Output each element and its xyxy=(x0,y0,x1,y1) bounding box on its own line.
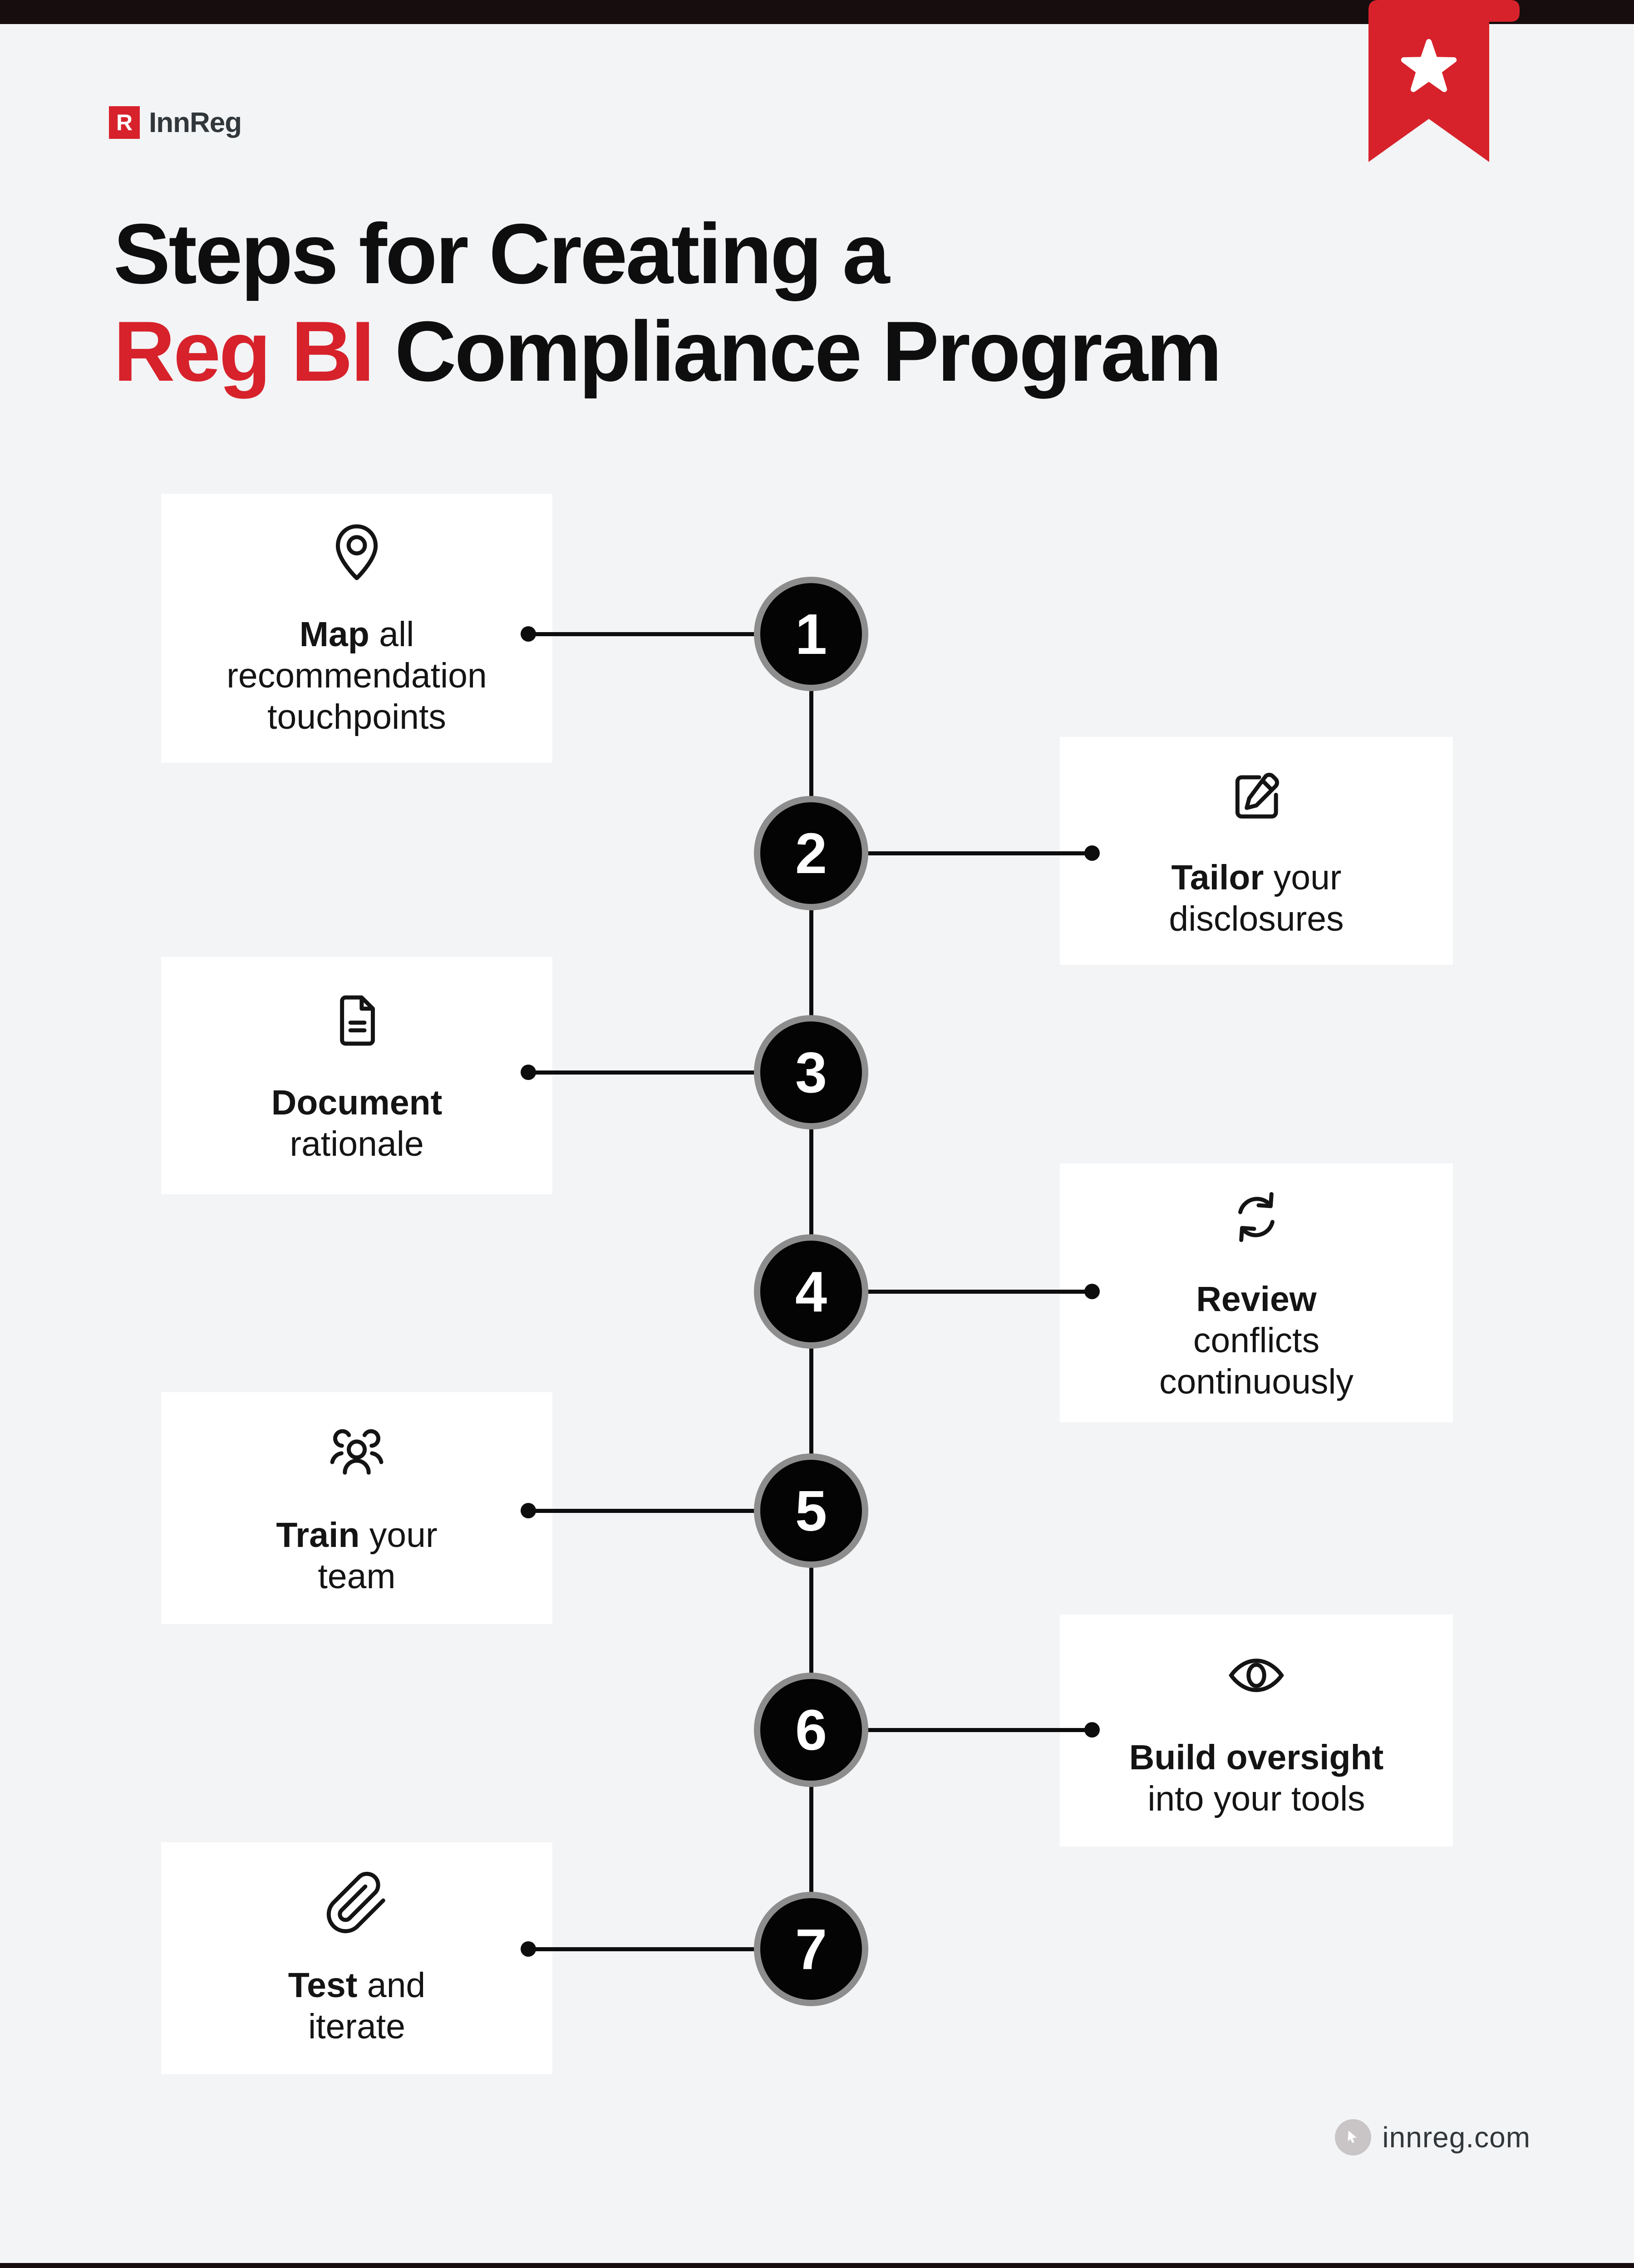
cursor-icon xyxy=(1335,2119,1372,2155)
connector-dot xyxy=(521,1503,536,1518)
step-number-badge: 2 xyxy=(754,796,868,910)
title-line-1: Steps for Creating a xyxy=(113,206,890,301)
location-pin-icon xyxy=(323,519,390,586)
bookmark-ribbon xyxy=(1368,0,1520,162)
top-border xyxy=(0,0,1634,24)
footer: innreg.com xyxy=(1335,2119,1531,2155)
step-number-badge: 1 xyxy=(754,577,868,691)
footer-site-link[interactable]: innreg.com xyxy=(1382,2121,1531,2154)
innreg-logo: R InnReg xyxy=(109,106,242,139)
edit-icon xyxy=(1223,762,1290,829)
connector-line xyxy=(811,1289,1092,1294)
document-icon xyxy=(323,987,390,1054)
connector-line xyxy=(528,632,811,636)
connector-dot xyxy=(521,626,536,642)
innreg-logo-mark: R xyxy=(109,106,140,139)
step-number-badge: 7 xyxy=(754,1892,868,2006)
title-accent: Reg BI xyxy=(113,304,374,399)
step-number-badge: 3 xyxy=(754,1015,868,1129)
step-number-badge: 6 xyxy=(754,1673,868,1787)
step-number-badge: 4 xyxy=(754,1234,868,1349)
title-line-2: Reg BI Compliance Program xyxy=(113,304,1222,399)
connector-dot xyxy=(1084,845,1100,861)
paperclip-icon xyxy=(323,1870,390,1937)
connector-line xyxy=(528,1947,811,1951)
bottom-border xyxy=(0,2263,1634,2268)
star-icon xyxy=(1401,39,1457,92)
connector-dot xyxy=(1084,1284,1100,1299)
connector-dot xyxy=(1084,1722,1100,1738)
refresh-icon xyxy=(1223,1183,1290,1251)
connector-line xyxy=(811,851,1092,855)
connector-line xyxy=(528,1508,811,1513)
connector-line xyxy=(811,1728,1092,1732)
step-number-badge: 5 xyxy=(754,1453,868,1568)
connector-line xyxy=(528,1070,811,1075)
page-title: Steps for Creating a Reg BI Compliance P… xyxy=(113,205,1222,400)
eye-icon xyxy=(1223,1642,1290,1709)
connector-dot xyxy=(521,1941,536,1957)
innreg-logo-text: InnReg xyxy=(149,107,242,138)
connector-dot xyxy=(521,1065,536,1080)
team-icon xyxy=(323,1419,390,1487)
